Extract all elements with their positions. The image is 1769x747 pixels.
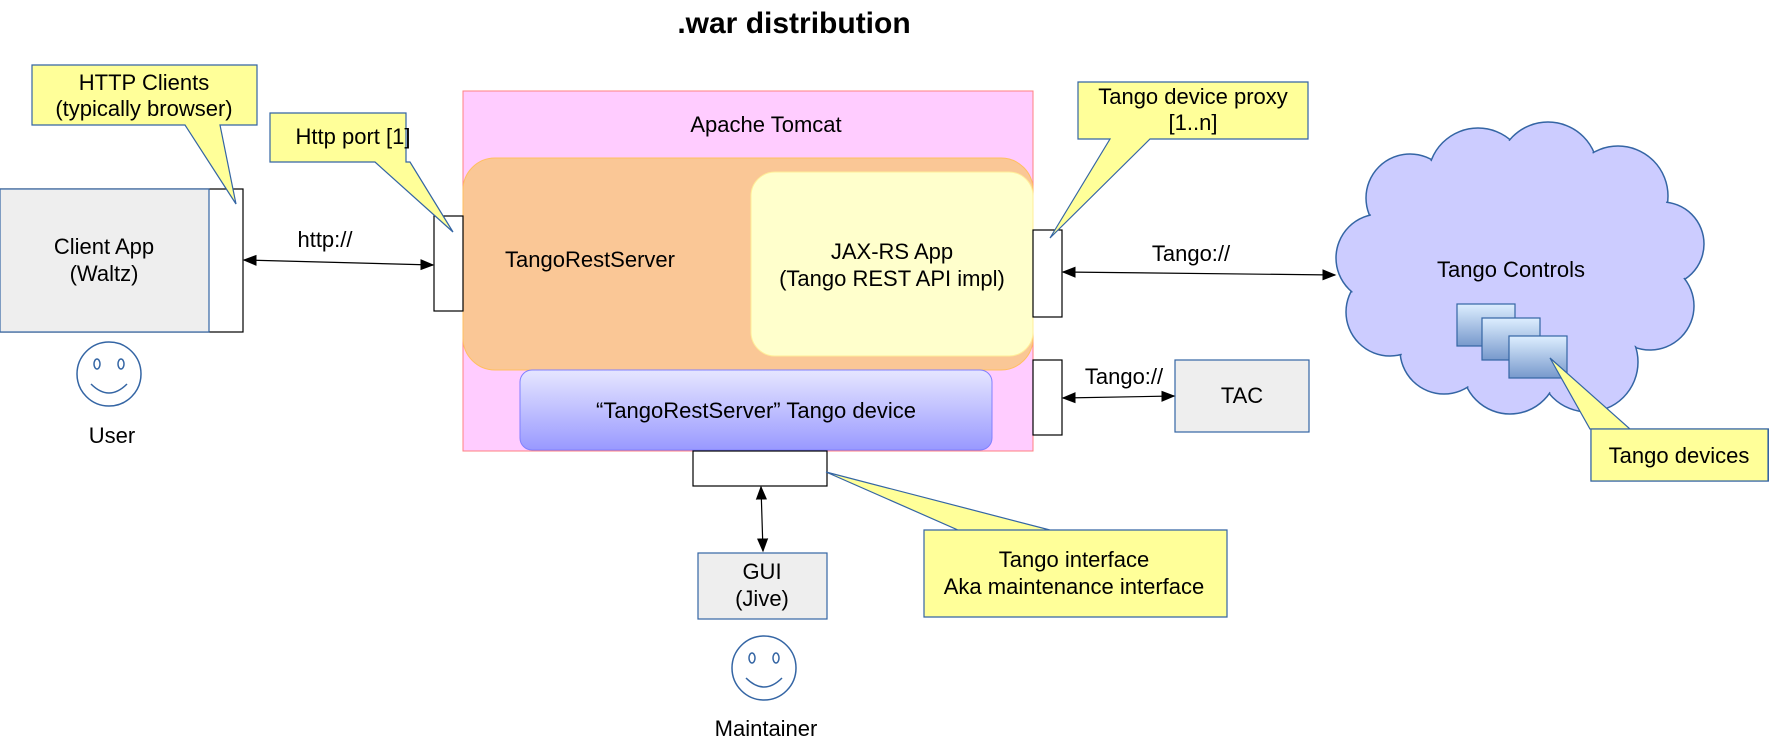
user-label: User [89, 423, 135, 448]
tango-interface-line1: Tango interface [999, 547, 1149, 572]
http-clients-line1: HTTP Clients [79, 70, 209, 95]
tango-controls-cloud-fill [1337, 123, 1703, 413]
tango-connection-label: Tango:// [1152, 241, 1231, 266]
tango-connection-arrow [1061, 266, 1337, 281]
client-app-line2: (Waltz) [70, 261, 139, 286]
tango-controls-label: Tango Controls [1437, 257, 1585, 282]
tango-device-box [519, 369, 993, 451]
tango-proxy-line1: Tango device proxy [1098, 84, 1288, 109]
tac-box [1174, 359, 1310, 433]
http-port-label: Http port [1] [296, 124, 411, 149]
tomcat-label: Apache Tomcat [690, 112, 841, 137]
user-smiley-icon [76, 341, 142, 407]
http-connection-label: http:// [297, 227, 353, 252]
maintenance-port-stub [692, 450, 828, 487]
http-clients-callout [31, 64, 258, 205]
gui-connection-arrow [755, 485, 769, 553]
tango-device-label: “TangoRestServer” Tango device [596, 398, 916, 423]
tango-rest-server-label: TangoRestServer [505, 247, 675, 272]
tango-proxy-line2: [1..n] [1169, 110, 1218, 135]
jaxrs-app-box [750, 171, 1034, 357]
tango-proxy-callout [1049, 81, 1309, 239]
http-port-callout [269, 112, 454, 233]
tango-interface-line2: Aka maintenance interface [944, 574, 1205, 599]
http-port-stub [433, 215, 464, 312]
gui-line2: (Jive) [735, 586, 789, 611]
jaxrs-app-line2: (Tango REST API impl) [779, 266, 1005, 291]
proxy-port-stub [1032, 229, 1063, 318]
tac-connection-label: Tango:// [1085, 364, 1164, 389]
maintainer-smiley-icon [731, 635, 797, 701]
tango-devices-callout-body [1590, 428, 1769, 482]
maintainer-label: Maintainer [715, 716, 818, 741]
tango-devices-label: Tango devices [1609, 443, 1750, 468]
http-clients-line2: (typically browser) [55, 96, 232, 121]
client-app-line1: Client App [54, 234, 154, 259]
gui-line1: GUI [742, 559, 781, 584]
client-app-inner [0, 188, 210, 333]
jaxrs-app-line1: JAX-RS App [831, 239, 953, 264]
http-connection-arrow [242, 254, 435, 271]
tac-port-stub [1032, 359, 1063, 436]
tac-connection-arrow [1061, 390, 1176, 404]
tac-label: TAC [1221, 383, 1263, 408]
tango-interface-callout [825, 471, 1228, 618]
gui-box [697, 552, 828, 620]
diagram-title: .war distribution [677, 7, 910, 40]
